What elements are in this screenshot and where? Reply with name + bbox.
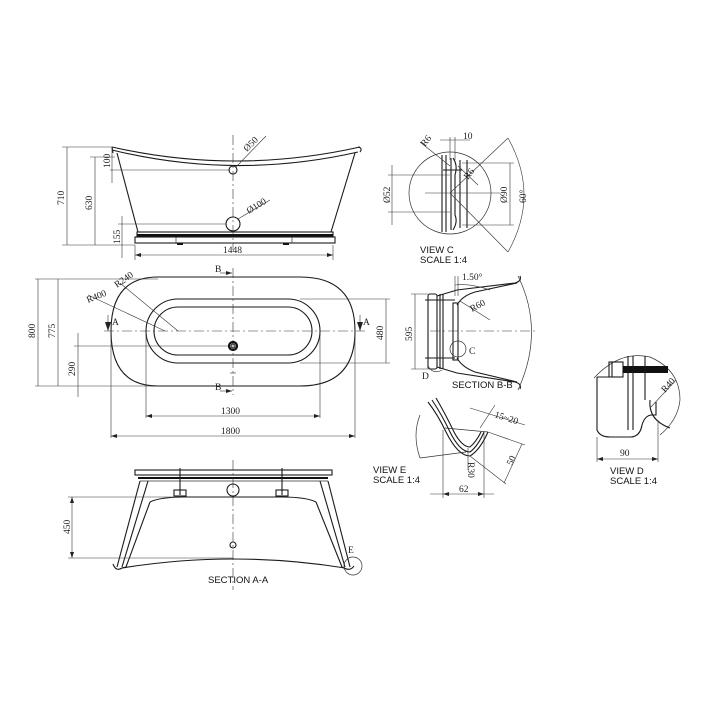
dim-height-710: 710 [57, 191, 67, 206]
view-c-scale: SCALE 1:4 [420, 255, 467, 266]
dim-rim-offset-100: 100 [103, 154, 113, 169]
detail-c-marker: C [469, 347, 475, 357]
dim-base-width-1448: 1448 [223, 246, 242, 256]
view-e-label: VIEW E [373, 465, 406, 476]
detail-d-marker: D [422, 372, 429, 382]
dim-height-630: 630 [85, 196, 95, 211]
view-d-width-90: 90 [620, 449, 630, 459]
detail-e-marker: E [348, 546, 354, 556]
dim-base-155: 155 [113, 230, 123, 245]
view-e: R30 62 50 15~20 VIEW E SCALE 1:4 [373, 397, 526, 498]
section-a-a: E 450 SECTION A-A [63, 460, 363, 590]
section-bb-angle: 1.50° [462, 272, 483, 283]
view-e-scale: SCALE 1:4 [373, 475, 420, 486]
section-b-marker-bottom: B [215, 383, 221, 393]
view-c-label: VIEW C [420, 245, 454, 256]
view-c-dia-52: Ø52 [383, 186, 393, 203]
dim-height-450: 450 [63, 520, 73, 535]
section-b-b: C D 595 1.50° R60 SECTION B-B [405, 272, 535, 391]
waste-dia-label: Ø100 [245, 197, 268, 217]
view-e-radius-r30: R30 [465, 462, 475, 478]
section-bb-height-595: 595 [405, 327, 415, 342]
radius-r240: R240 [113, 270, 136, 290]
view-c-radius-r6-left: R6 [419, 134, 434, 149]
view-e-height-50: 50 [506, 454, 519, 467]
section-a-marker-right: A [363, 318, 370, 328]
section-b-b-label: SECTION B-B [452, 380, 513, 391]
overflow-dia-label: Ø50 [242, 135, 261, 154]
view-d-label: VIEW D [610, 466, 644, 477]
dim-width-775: 775 [48, 324, 58, 339]
dim-width-800: 800 [28, 324, 38, 339]
view-e-gap: 15~20 [493, 410, 519, 427]
detail-e-circle [343, 556, 363, 576]
view-d-scale: SCALE 1:4 [610, 476, 657, 487]
view-c: Ø52 Ø90 60° 10 R6 R6 VIEW C SCALE 1:4 [383, 132, 529, 266]
section-a-a-label: SECTION A-A [208, 575, 269, 586]
view-d: R40 90 VIEW D SCALE 1:4 [593, 355, 681, 487]
dim-waste-offset-290: 290 [68, 362, 78, 377]
dim-outer-length-1800: 1800 [221, 427, 240, 437]
front-view: Ø50 Ø100 710 630 100 155 1448 [57, 135, 362, 260]
dim-inner-length-1300: 1300 [221, 407, 240, 417]
detail-c-circle [449, 340, 467, 358]
section-b-marker-top: B [215, 265, 221, 275]
view-e-width-62: 62 [459, 485, 469, 495]
section-a-marker-left: A [112, 318, 119, 328]
view-c-width-10: 10 [463, 132, 473, 142]
top-waste [227, 340, 239, 352]
dim-inner-width-480: 480 [376, 326, 386, 341]
view-c-angle-60: 60° [518, 190, 529, 204]
top-view: R240 R400 A A B B 800 775 290 480 [28, 265, 390, 438]
view-c-dia-90: Ø90 [500, 186, 510, 203]
